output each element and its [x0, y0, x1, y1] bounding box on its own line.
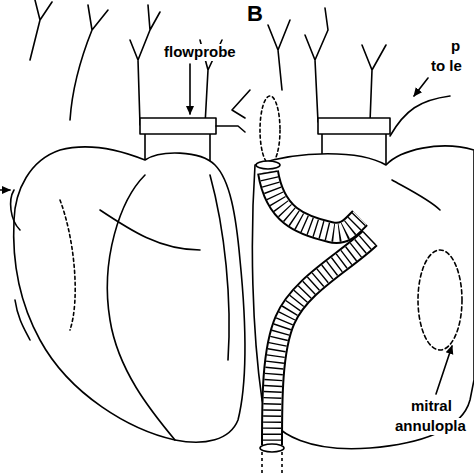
part-label: to le — [430, 58, 463, 75]
panel-letter: B — [246, 2, 264, 26]
part-label: mitral — [410, 398, 453, 415]
part-label: p — [450, 38, 461, 55]
part-label: flowprobe — [163, 44, 237, 61]
part-label: annulopla — [394, 418, 467, 435]
